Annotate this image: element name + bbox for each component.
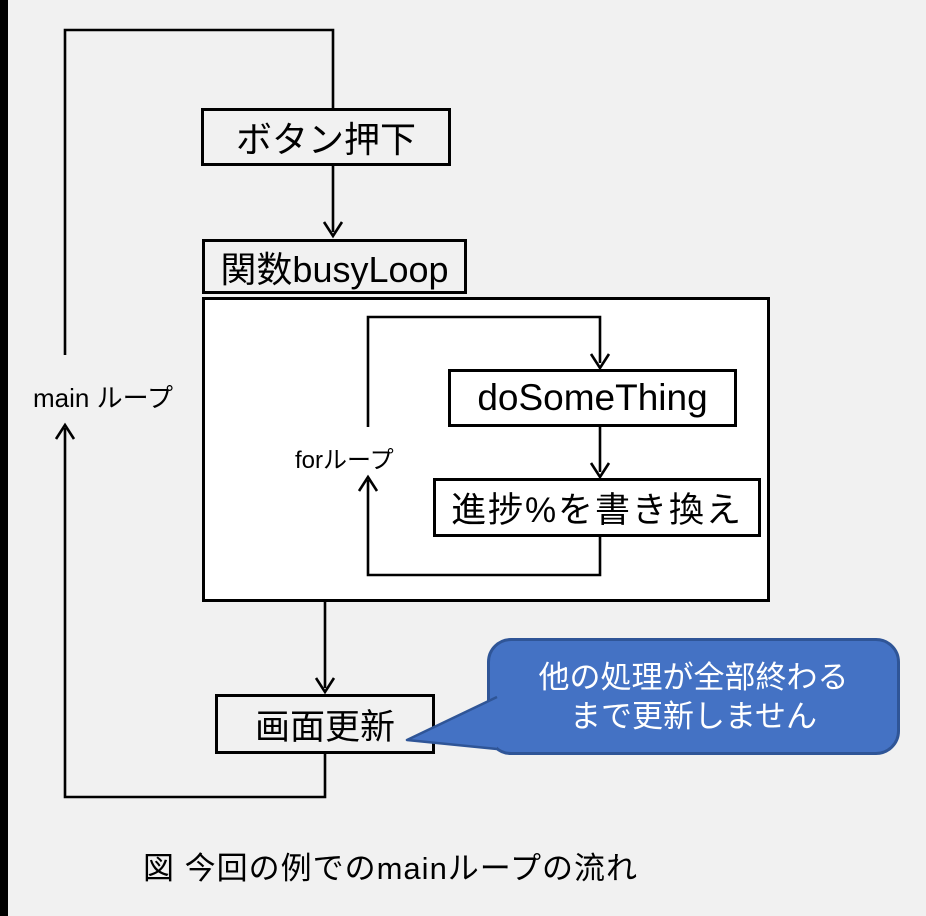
node-button-press: ボタン押下 xyxy=(201,108,451,166)
callout-line1: 他の処理が全部終わる xyxy=(538,659,849,695)
figure-caption: 図 今回の例でのmainループの流れ xyxy=(143,851,638,886)
callout-line2: まで更新しません xyxy=(569,698,818,734)
arrowhead-up-mainloop-icon xyxy=(54,422,76,440)
arrowhead-down-screen-icon xyxy=(314,677,336,695)
node-screen-update: 画面更新 xyxy=(215,694,435,754)
node-do-some-thing: doSomeThing xyxy=(448,369,737,427)
node-busyloop-title: 関数busyLoop xyxy=(202,239,467,294)
arrowhead-down-busyloop-icon xyxy=(322,221,344,239)
busyloop-container-box xyxy=(202,297,770,602)
main-loop-label: main ループ xyxy=(33,383,174,413)
node-do-some-thing-label: doSomeThing xyxy=(477,377,708,418)
left-edge-strip xyxy=(0,0,8,916)
node-busyloop-title-label: 関数busyLoop xyxy=(220,248,449,290)
node-screen-update-label: 画面更新 xyxy=(254,707,395,747)
node-update-progress-label: 進捗%を書き換え xyxy=(450,491,744,530)
node-button-press-label: ボタン押下 xyxy=(235,119,416,160)
node-update-progress: 進捗%を書き換え xyxy=(433,478,761,537)
callout-bubble: 他の処理が全部終わる まで更新しません xyxy=(487,638,900,755)
for-loop-label: forループ xyxy=(295,447,394,474)
